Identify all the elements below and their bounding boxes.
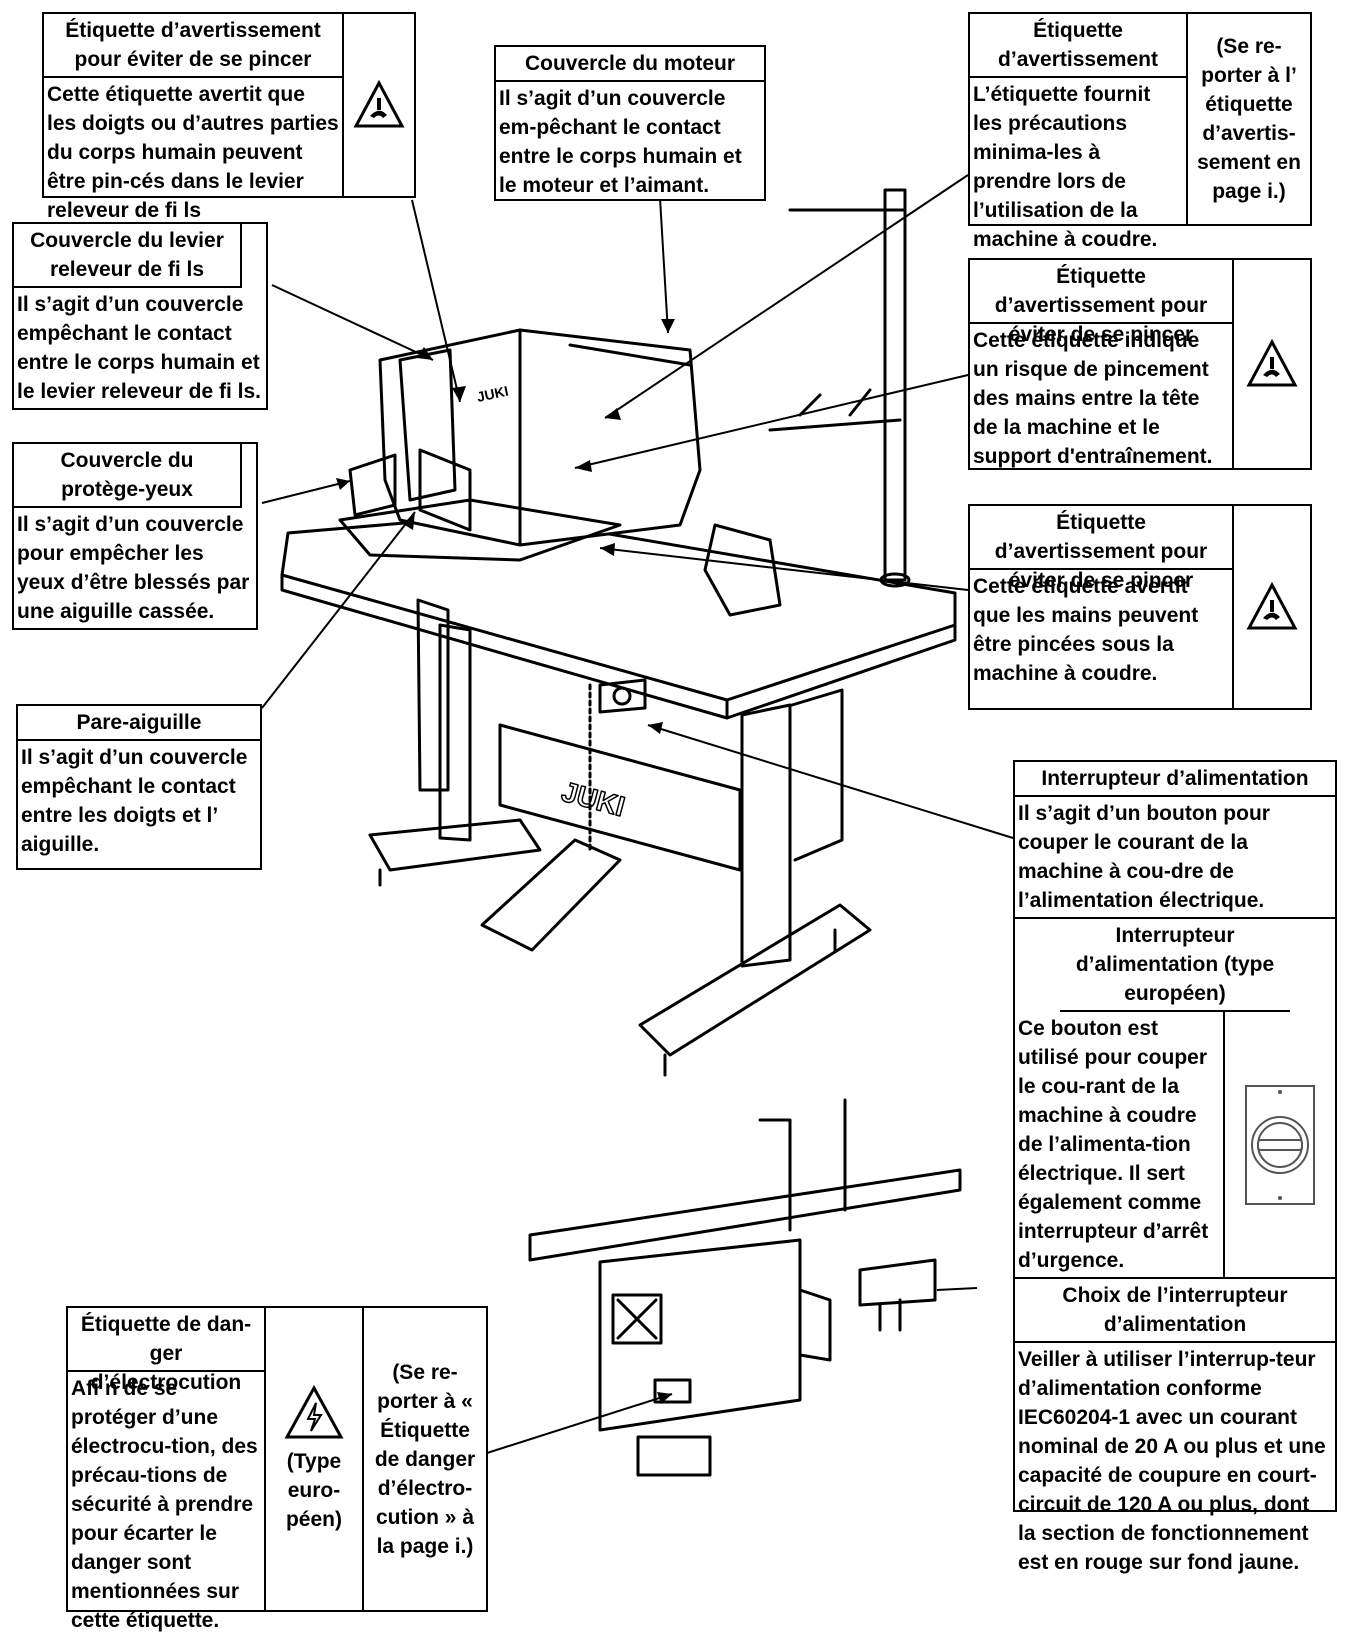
callout-thread-lever-cover: Couvercle du levier releveur de fi ls Il… <box>12 222 268 410</box>
callout-title: Pare-aiguille <box>18 706 260 741</box>
callout-body: Il s’agit d’un couvercle empêchant le co… <box>17 293 261 403</box>
bed-plate <box>338 498 622 562</box>
inset-table-top <box>528 1168 962 1262</box>
callout-title: Étiquette d’avertissement pour éviter de… <box>44 14 342 78</box>
callout-body: Il s’agit d’un couvercle pour empêcher l… <box>17 513 250 623</box>
callout-warning-label: Étiquette d’avertissement L’étiquette fo… <box>968 12 1312 251</box>
callout-note: (Se re-porter à « Étiquette de danger d’… <box>362 1308 486 1610</box>
pinch-warning-icon <box>1232 506 1310 708</box>
callout-pinch-head: Étiquette d’avertissement pour éviter de… <box>968 258 1312 470</box>
callout-motor-cover: Couvercle du moteur Il s’agit d’un couve… <box>494 45 766 201</box>
callout-needle-guard: Pare-aiguille Il s’agit d’un couvercle e… <box>16 704 262 870</box>
eu-switch-title: Interrupteur d’alimentation (type europé… <box>1060 919 1290 1012</box>
table-leg-back-left <box>416 598 450 792</box>
callout-title: Étiquette d’avertissement <box>970 14 1186 78</box>
callout-title: Couvercle du protège-yeux <box>14 444 242 508</box>
callout-body: Il s’agit d’un bouton pour couper le cou… <box>1015 797 1335 919</box>
callout-body: L’étiquette fournit les précautions mini… <box>973 83 1158 251</box>
callout-body: Cette étiquette indique un risque de pin… <box>973 329 1213 468</box>
pedal <box>480 838 622 952</box>
callout-title: Interrupteur d’alimentation <box>1015 762 1335 797</box>
head-arm <box>398 348 457 502</box>
callout-body: Afi n de se protéger d’une électrocu-tio… <box>71 1377 258 1632</box>
power-switch-box <box>598 678 647 714</box>
eye-guard <box>348 453 397 517</box>
inset-box <box>598 1238 802 1432</box>
icon-caption: (Type euro-péen) <box>285 1449 342 1531</box>
sewing-head <box>378 328 702 547</box>
control-box <box>703 523 782 617</box>
callout-electric-shock: Étiquette de dan-ger d’électrocution Afi… <box>66 1306 488 1632</box>
callout-title: Étiquette d’avertissement pour éviter de… <box>970 260 1232 346</box>
callout-title: Étiquette de dan-ger d’électrocution <box>68 1308 264 1394</box>
inset-pole <box>758 1098 847 1232</box>
callout-body: Il s’agit d’un couvercle em-pêchant le c… <box>499 87 742 197</box>
callout-pinch-lever: Étiquette d’avertissement pour éviter de… <box>42 12 416 222</box>
inset-switch <box>653 1378 692 1404</box>
switch-choice-title: Choix de l’interrupteur d’alimentation <box>1015 1279 1335 1343</box>
callout-note: (Se re-porter à l’ étiquette d’avertis-s… <box>1186 14 1310 224</box>
thread-stand-pole <box>883 188 907 582</box>
svg-text:JUKI: JUKI <box>475 383 510 405</box>
callout-power-switch: Interrupteur d’alimentation Il s’agit d’… <box>1013 760 1337 1574</box>
inset-fan <box>611 1293 663 1345</box>
electric-shock-icon <box>284 1384 344 1441</box>
callout-pinch-under: Étiquette d’avertissement pour éviter de… <box>968 504 1312 710</box>
table-leg-left-front <box>438 623 472 842</box>
crossbar <box>498 723 742 872</box>
svg-text:JUKI: JUKI <box>558 776 628 822</box>
pinch-warning-icon <box>342 14 414 196</box>
callout-eye-guard: Couvercle du protège-yeux Il s’agit d’un… <box>12 442 258 630</box>
callout-title: Couvercle du moteur <box>496 47 764 82</box>
callout-body: Cette étiquette avertit que les mains pe… <box>973 575 1199 685</box>
foot-right <box>638 903 872 1057</box>
callout-body: Cette étiquette avertit que les doigts o… <box>47 83 339 222</box>
switch-choice-body: Veiller à utiliser l’interrup-teur d’ali… <box>1018 1348 1326 1574</box>
pinch-warning-icon <box>1232 260 1310 468</box>
callout-body: Il s’agit d’un couvercle empêchant le co… <box>21 746 248 856</box>
table-top <box>280 513 957 702</box>
foot-left <box>368 818 542 872</box>
eu-switch-body: Ce bouton est utilisé pour couper le cou… <box>1018 1017 1209 1272</box>
table-leg-right-front <box>740 703 792 968</box>
callout-title: Couvercle du levier releveur de fi ls <box>14 224 242 288</box>
table-leg-back-right <box>790 688 844 862</box>
rotary-switch-icon <box>1223 1012 1335 1277</box>
callout-title: Étiquette d’avertissement pour éviter de… <box>970 506 1232 592</box>
